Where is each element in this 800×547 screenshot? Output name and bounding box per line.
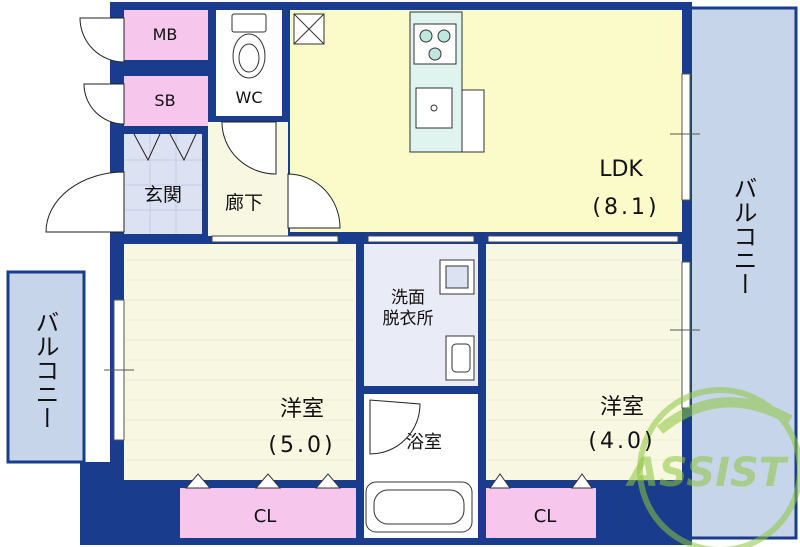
ldk-area bbox=[290, 10, 682, 232]
watermark-text: ASSIST bbox=[627, 450, 787, 496]
closet-right-label: CL bbox=[533, 506, 557, 527]
ldk-label: LDK bbox=[599, 157, 643, 182]
wc-door bbox=[221, 121, 277, 175]
watermark-logo bbox=[637, 387, 800, 547]
mb-label: MB bbox=[152, 25, 178, 44]
sink-icon bbox=[415, 87, 453, 129]
western-right-size-label: (4.0) bbox=[588, 429, 656, 454]
western-right-area bbox=[486, 244, 682, 480]
washing-machine-icon bbox=[439, 259, 475, 295]
closet-left-label: CL bbox=[253, 506, 277, 527]
western-left-label: 洋室 bbox=[279, 397, 324, 422]
entrance-area bbox=[124, 134, 202, 234]
wash-basin-icon bbox=[445, 335, 475, 381]
bathroom-label: 浴室 bbox=[406, 432, 442, 453]
wc-label: WC bbox=[235, 88, 263, 107]
stove-icon bbox=[413, 23, 457, 65]
toilet-icon bbox=[231, 13, 267, 79]
hallway-label: 廊下 bbox=[224, 192, 263, 214]
hallway-door bbox=[287, 173, 341, 229]
closet-right-area bbox=[486, 488, 596, 538]
balcony-right-label: バルコニー bbox=[729, 176, 757, 296]
window-western-right bbox=[681, 261, 691, 409]
bath-door bbox=[369, 399, 421, 455]
western-left-size-label: (5.0) bbox=[268, 433, 336, 458]
balcony-right-area bbox=[688, 6, 798, 540]
entrance-label: 玄関 bbox=[143, 184, 182, 206]
western-left-area bbox=[124, 244, 356, 480]
balcony-left-area bbox=[6, 270, 86, 464]
ldk-size-label: (8.1) bbox=[592, 195, 660, 220]
closet-left-area bbox=[180, 488, 356, 538]
sb-label: SB bbox=[154, 91, 176, 110]
washroom-label: 洗面 脱衣所 bbox=[382, 288, 434, 330]
sb-area bbox=[124, 76, 208, 126]
mb-area bbox=[124, 10, 208, 60]
pillar-bottom-left bbox=[80, 462, 130, 545]
entrance-door bbox=[45, 171, 125, 233]
bathtub-icon bbox=[365, 481, 473, 533]
western-right-label: 洋室 bbox=[599, 395, 644, 420]
ventilation-icon bbox=[293, 13, 325, 45]
balcony-left-label: バルコニー bbox=[31, 310, 59, 430]
mb-door bbox=[79, 17, 125, 63]
window-ldk bbox=[681, 73, 691, 201]
sb-door bbox=[83, 83, 125, 125]
